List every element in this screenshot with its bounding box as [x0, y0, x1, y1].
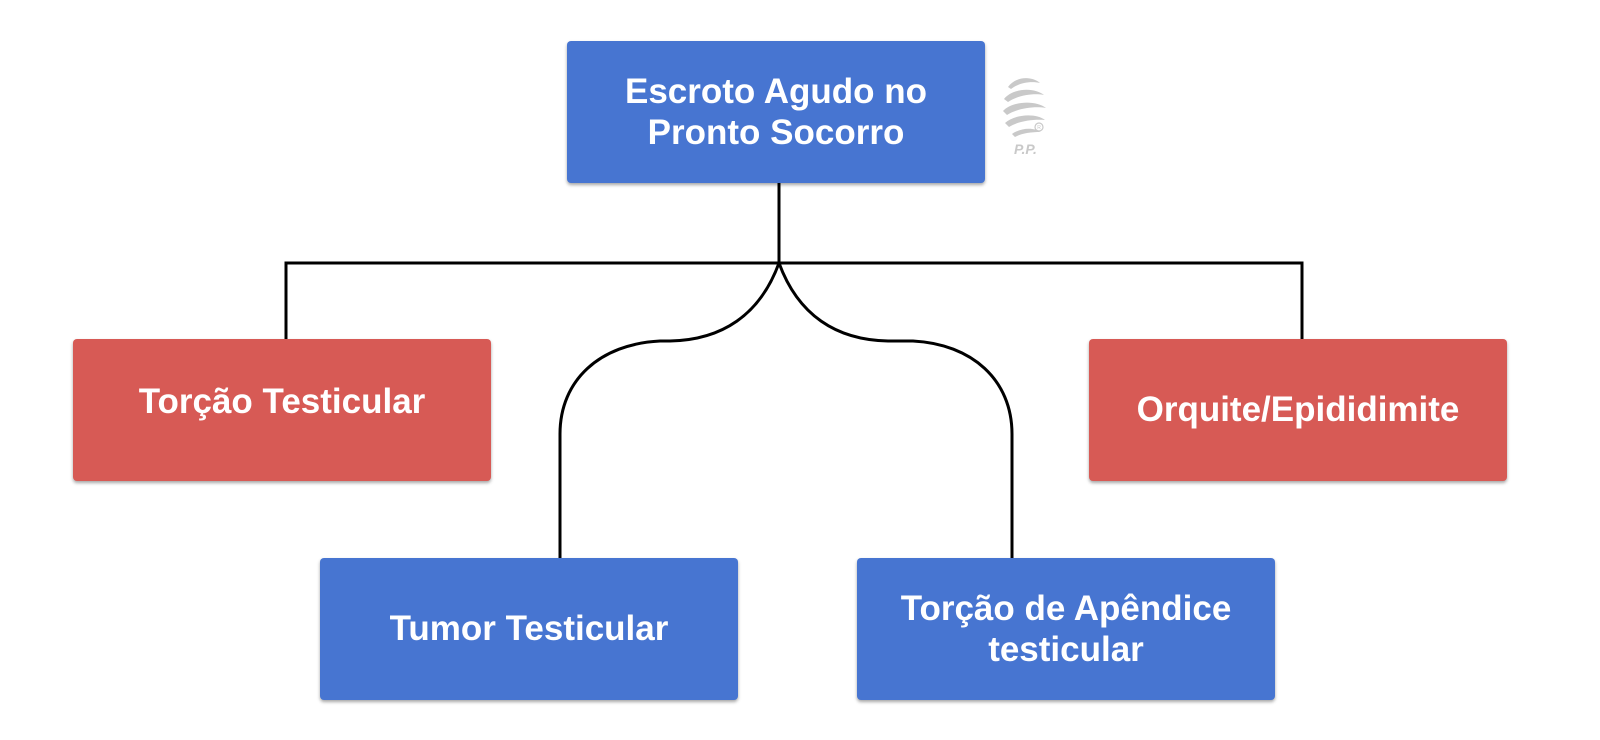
connector-to-torcao — [284, 261, 779, 339]
root-node-label: Escroto Agudo no Pronto Socorro — [624, 71, 927, 152]
node-tumor-testicular-label: Tumor Testicular — [389, 609, 669, 649]
node-torcao-apendice-label: Torção de Apêndice testicular — [900, 588, 1232, 669]
watermark-logo-icon: R P.P. — [1003, 78, 1046, 157]
node-orquite-epididimite-label: Orquite/Epididimite — [1136, 390, 1460, 430]
node-orquite-epididimite: Orquite/Epididimite — [1089, 339, 1507, 481]
svg-text:R: R — [1037, 125, 1041, 131]
root-node: Escroto Agudo no Pronto Socorro — [567, 41, 985, 183]
connector-to-orquite — [779, 261, 1304, 339]
watermark-text: P.P. — [1014, 141, 1037, 157]
node-tumor-testicular: Tumor Testicular — [320, 558, 738, 700]
node-torcao-testicular-label: Torção Testicular — [138, 382, 426, 422]
node-torcao-apendice: Torção de Apêndice testicular — [857, 558, 1275, 700]
connector-to-apendice — [777, 262, 1014, 558]
node-torcao-testicular: Torção Testicular — [73, 339, 491, 481]
connector-to-tumor — [558, 262, 781, 558]
